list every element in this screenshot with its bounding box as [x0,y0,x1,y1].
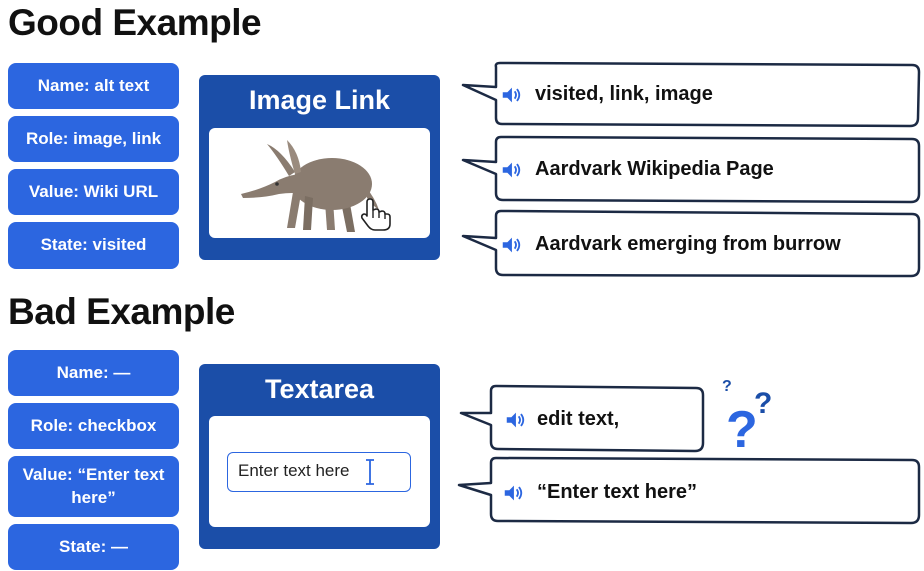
announcement-enter-text-here: “Enter text here” [537,481,698,503]
svg-text:?: ? [722,378,732,395]
bad-value-property: Value: “Enter text here” [8,456,179,517]
announcement-bubble-visited-link-image [461,61,921,128]
speaker-icon [506,412,525,428]
announcement-visited-link-image: visited, link, image [535,83,713,105]
text-cursor-icon [366,459,374,485]
image-link-target[interactable] [209,128,430,238]
announcement-aardvark-burrow: Aardvark emerging from burrow [535,233,841,255]
svg-text:?: ? [754,387,772,420]
bad-role-property: Role: checkbox [8,403,179,449]
svg-text:?: ? [726,401,758,450]
image-link-panel: Image Link [199,75,440,260]
good-role-property: Role: image, link [8,116,179,162]
aardvark-image [241,140,379,232]
announcement-bubble-edit-text [459,384,705,453]
bad-state-property: State: — [8,524,179,570]
textarea-value: Enter text here [238,461,350,480]
speaker-icon [502,87,521,103]
good-state-property: State: visited [8,222,179,269]
announcement-bubble-wikipedia-page [461,135,921,204]
announcement-wikipedia-page: Aardvark Wikipedia Page [535,158,774,180]
announcement-bubble-enter-text-here [457,456,921,525]
speaker-icon [504,485,523,501]
textarea-container: Enter text here [209,416,430,527]
good-example-heading: Good Example [8,2,262,43]
image-link-title: Image Link [248,85,391,115]
textarea-input[interactable]: Enter text here [227,452,411,492]
question-marks-icon: ? ? ? [722,378,772,450]
textarea-panel: Textarea Enter text here [199,364,440,549]
announcement-edit-text: edit text, [537,408,620,430]
announcement-bubble-aardvark-burrow [461,209,921,278]
hand-pointer-icon [360,198,391,231]
bad-example-heading: Bad Example [8,291,235,332]
speaker-icon [502,162,521,178]
speaker-icon [502,237,521,253]
bad-name-property: Name: — [8,350,179,396]
good-name-property: Name: alt text [8,63,179,109]
textarea-title: Textarea [264,374,375,404]
good-value-property: Value: Wiki URL [8,169,179,215]
